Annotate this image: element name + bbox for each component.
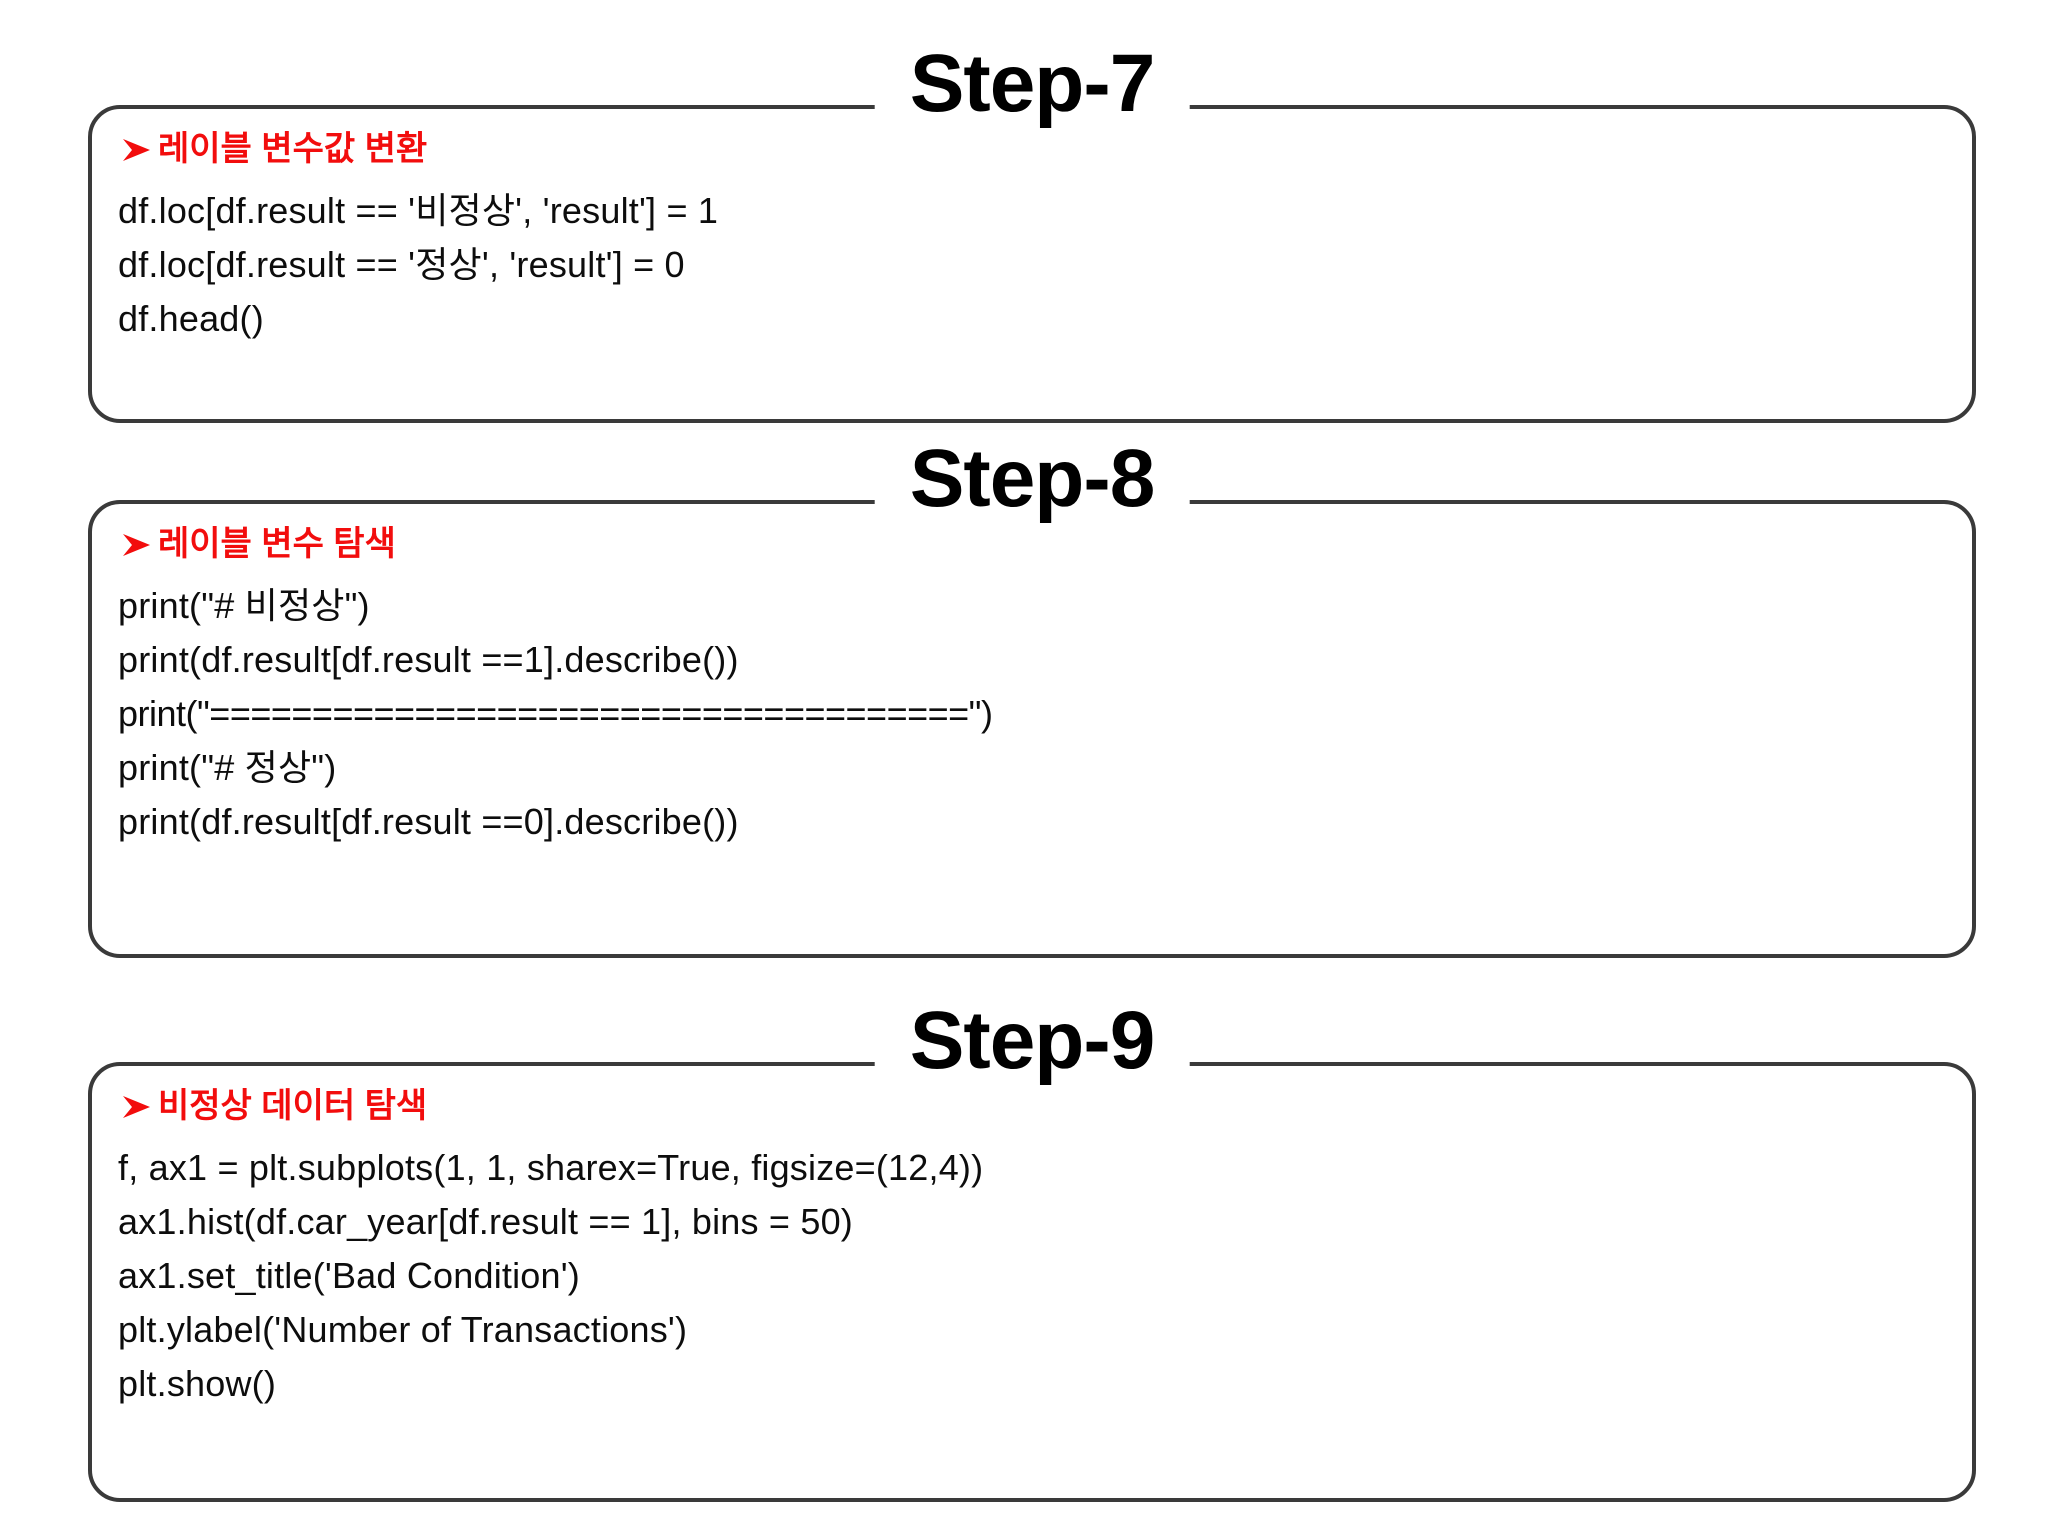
code-line: print(df.result[df.result ==1].describe(… (118, 639, 739, 681)
step-9-heading-row: 비정상 데이터 탐색 (114, 1087, 1976, 1125)
step-8-title-gap (874, 486, 1190, 512)
step-8-content: 레이블 변수 탐색 print("# 비정상") print(df.result… (88, 500, 1976, 849)
code-line: print("# 비정상") (118, 585, 370, 627)
step-block-8: Step-8 레이블 변수 탐색 print("# 비정상") print(df… (88, 438, 1976, 958)
step-8-title: Step-8 (909, 433, 1156, 524)
code-line: print(df.result[df.result ==0].describe(… (118, 801, 739, 843)
code-line: ax1.set_title('Bad Condition') (118, 1255, 580, 1297)
step-8-heading-text: 레이블 변수 탐색 (158, 525, 396, 563)
code-line: plt.show() (118, 1363, 277, 1405)
step-7-content: 레이블 변수값 변환 df.loc[df.result == '비정상', 'r… (88, 105, 1976, 346)
code-line: print("=================================… (118, 693, 993, 735)
code-line: f, ax1 = plt.subplots(1, 1, sharex=True,… (118, 1147, 984, 1189)
step-9-heading-text: 비정상 데이터 탐색 (158, 1087, 428, 1125)
code-line: plt.ylabel('Number of Transactions') (118, 1309, 688, 1351)
code-line: ax1.hist(df.car_year[df.result == 1], bi… (118, 1201, 853, 1243)
arrowhead-bullet-icon (114, 530, 158, 560)
step-block-9: Step-9 비정상 데이터 탐색 f, ax1 = plt.subplots(… (88, 1000, 1976, 1502)
step-9-title: Step-9 (909, 995, 1156, 1086)
step-7-heading-text: 레이블 변수값 변환 (158, 130, 428, 168)
step-8-heading-row: 레이블 변수 탐색 (114, 525, 1976, 563)
step-9-content: 비정상 데이터 탐색 f, ax1 = plt.subplots(1, 1, s… (88, 1062, 1976, 1411)
step-9-title-gap (874, 1048, 1190, 1074)
arrowhead-bullet-icon (114, 1092, 158, 1122)
step-7-heading-row: 레이블 변수값 변환 (114, 130, 1976, 168)
arrowhead-bullet-icon (114, 135, 158, 165)
code-line: df.loc[df.result == '비정상', 'result'] = 1 (118, 190, 719, 232)
step-7-title: Step-7 (909, 38, 1156, 129)
code-line: print("# 정상") (118, 747, 337, 789)
step-7-title-gap (874, 91, 1190, 117)
code-line: df.loc[df.result == '정상', 'result'] = 0 (118, 244, 685, 286)
step-block-7: Step-7 레이블 변수값 변환 df.loc[df.result == '비… (88, 43, 1976, 423)
code-line: df.head() (118, 298, 264, 340)
